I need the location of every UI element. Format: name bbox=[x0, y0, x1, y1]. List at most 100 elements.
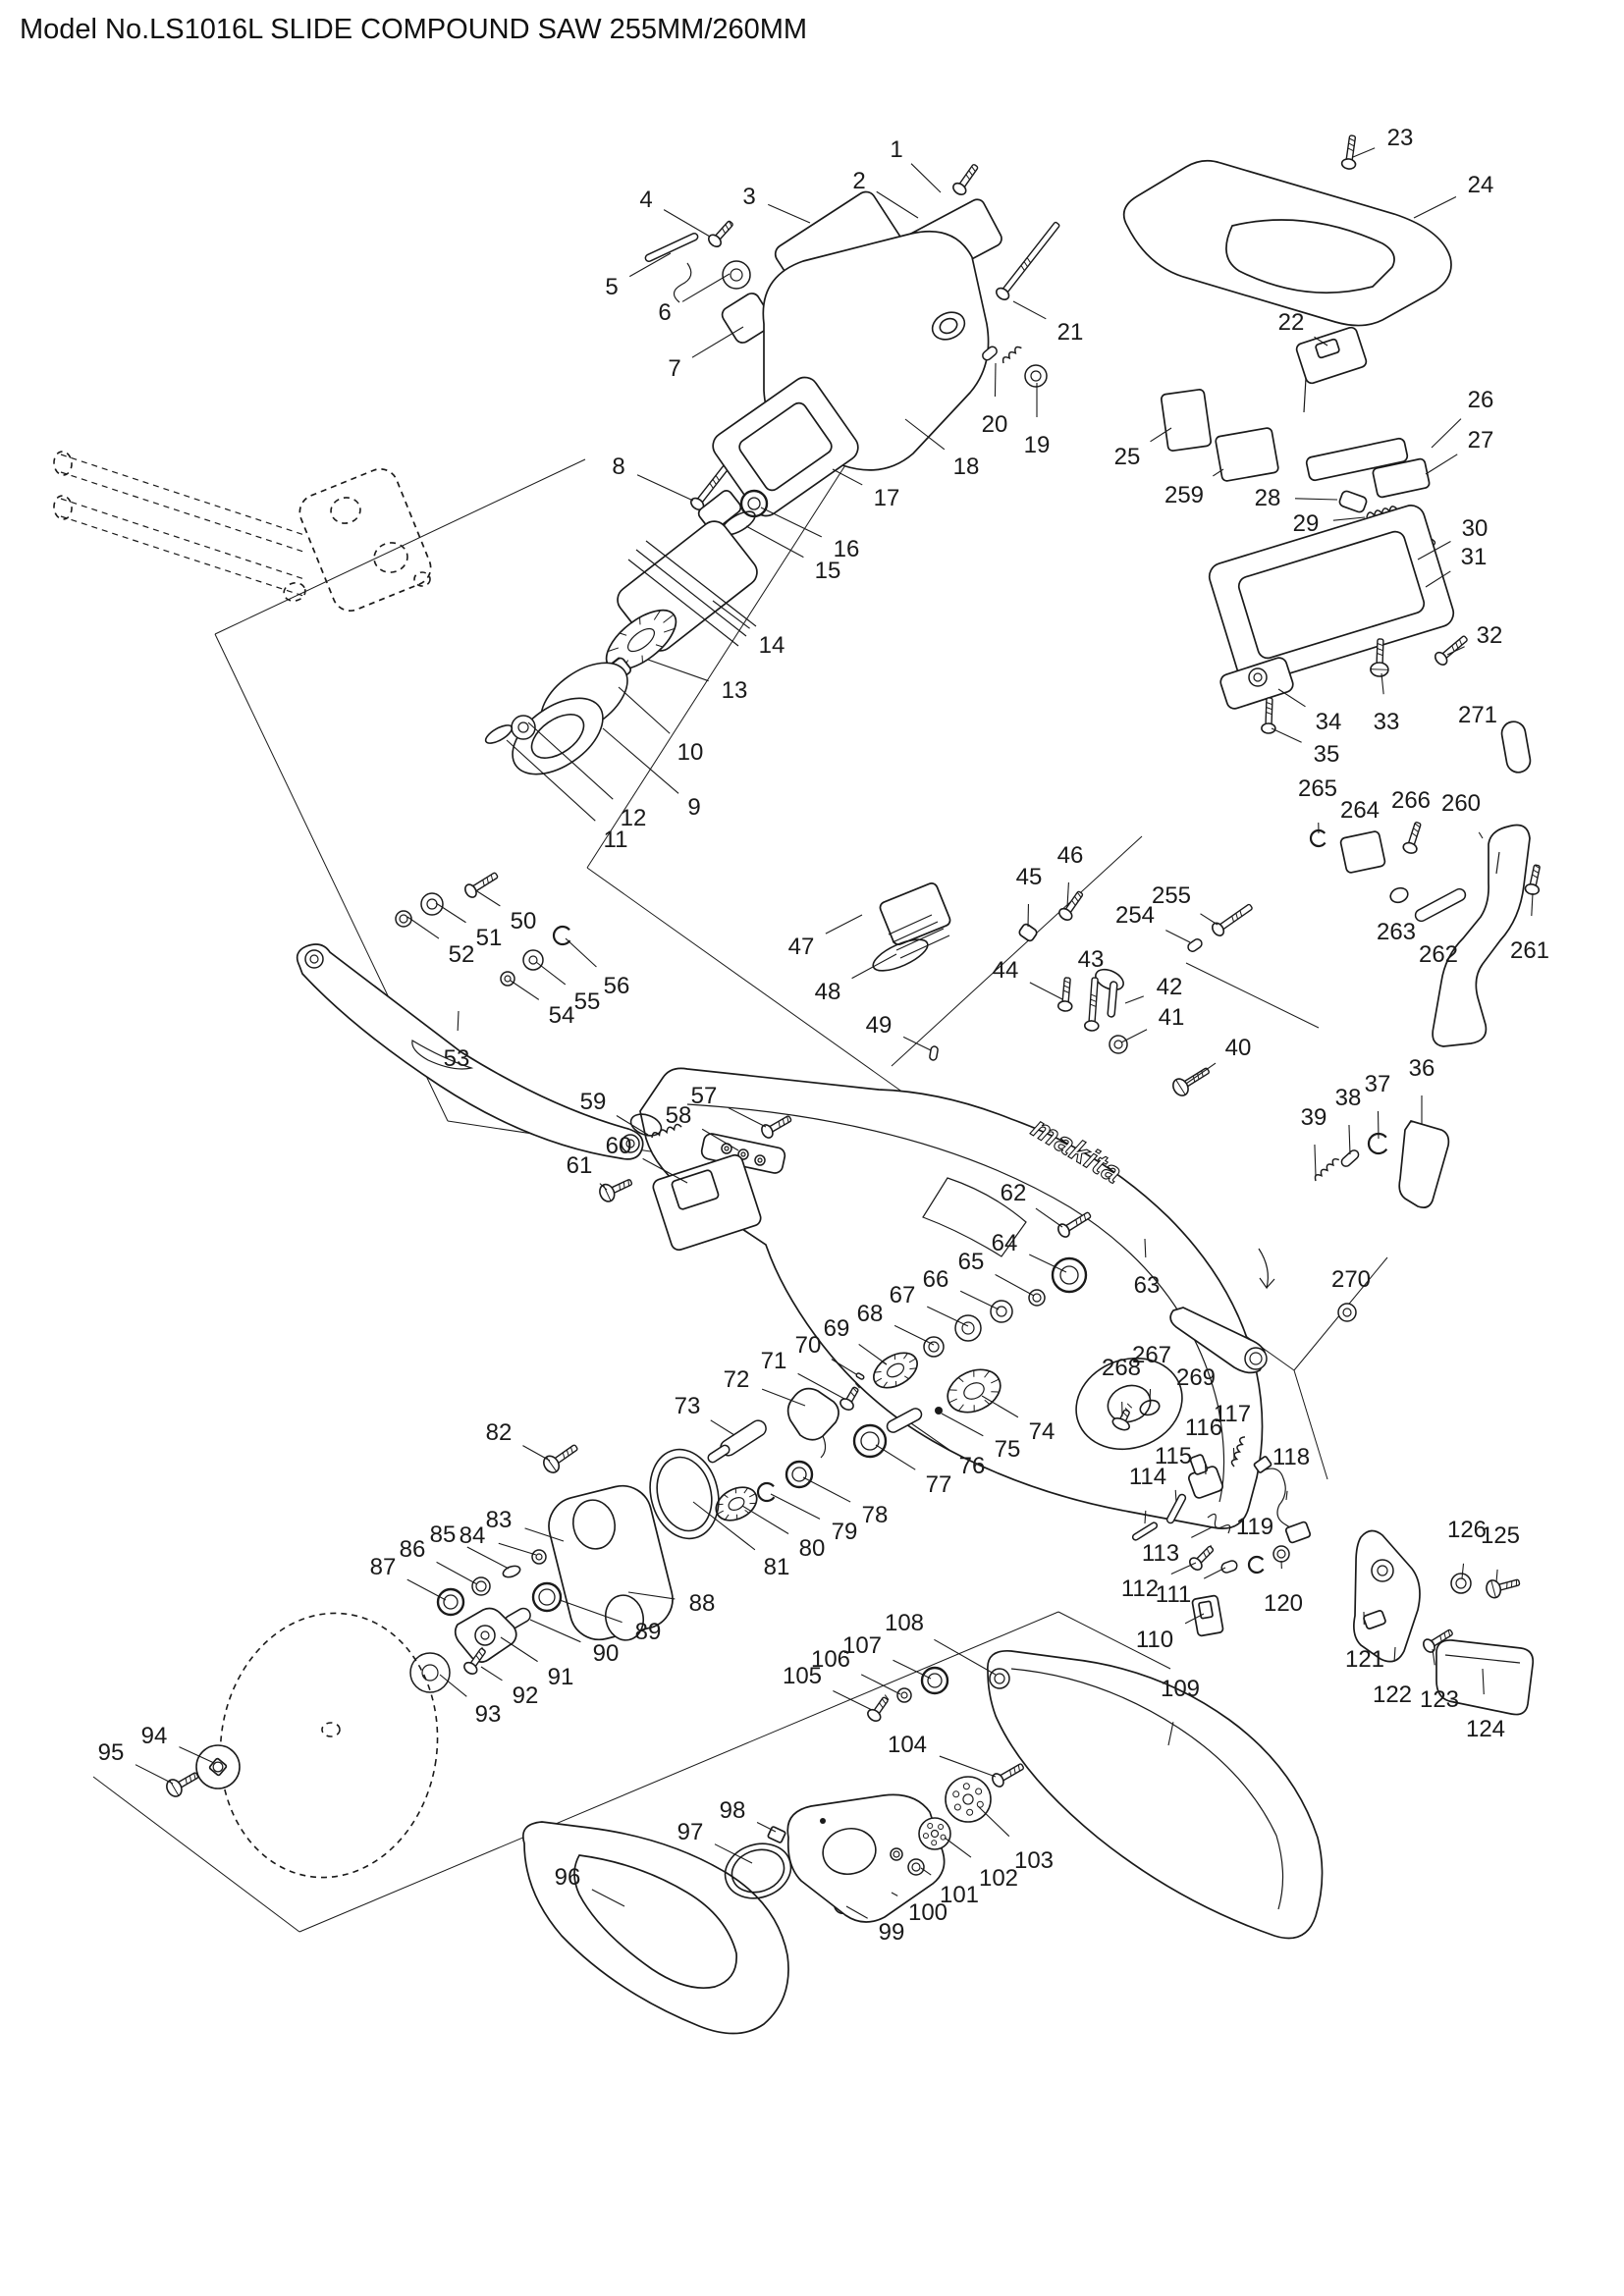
part-label-49: 49 bbox=[866, 1012, 893, 1039]
ellipse-part bbox=[283, 582, 306, 602]
leader-line-108 bbox=[934, 1638, 997, 1676]
leader-line-49 bbox=[902, 1036, 932, 1051]
part-label-94: 94 bbox=[141, 1723, 168, 1749]
pin-part bbox=[644, 232, 699, 263]
washer-part bbox=[754, 1154, 766, 1166]
part-label-57: 57 bbox=[691, 1083, 718, 1109]
housing-part bbox=[671, 1169, 720, 1210]
part-label-100: 100 bbox=[908, 1899, 947, 1926]
part-label-30: 30 bbox=[1462, 515, 1489, 542]
leader-line-46 bbox=[1066, 881, 1069, 908]
outline-part bbox=[411, 1040, 474, 1070]
leader-line-254 bbox=[1165, 930, 1191, 943]
part-label-37: 37 bbox=[1365, 1071, 1391, 1097]
washer-part bbox=[1248, 667, 1268, 687]
leader-line-115 bbox=[1174, 1489, 1177, 1503]
leader-line-55 bbox=[535, 961, 567, 986]
leader-line-29 bbox=[1332, 516, 1366, 521]
part-label-93: 93 bbox=[475, 1701, 502, 1728]
outline-part bbox=[673, 262, 692, 303]
part-label-35: 35 bbox=[1314, 741, 1340, 768]
part-label-6: 6 bbox=[658, 299, 671, 326]
ellipse-part bbox=[649, 1448, 720, 1540]
leader-line-32 bbox=[1446, 646, 1465, 656]
leader-line-69 bbox=[858, 1343, 888, 1365]
part-label-78: 78 bbox=[862, 1502, 889, 1528]
part-label-271: 271 bbox=[1458, 702, 1497, 728]
leader-line-12 bbox=[527, 721, 614, 800]
leader-line-81 bbox=[692, 1501, 756, 1551]
part-label-108: 108 bbox=[885, 1610, 924, 1636]
leader-line-96 bbox=[591, 1889, 625, 1907]
leader-line-75 bbox=[941, 1413, 984, 1437]
part-label-261: 261 bbox=[1510, 937, 1549, 964]
leader-line-62 bbox=[1035, 1207, 1063, 1228]
pin-part bbox=[1165, 1493, 1187, 1524]
bolt-part bbox=[166, 1772, 199, 1797]
leader-line-101 bbox=[920, 1867, 932, 1876]
part-label-254: 254 bbox=[1115, 902, 1155, 929]
outline-part bbox=[1444, 1654, 1521, 1664]
leader-line-109 bbox=[1167, 1722, 1174, 1746]
outline-part bbox=[1010, 1668, 1284, 1910]
leader-line-52 bbox=[406, 916, 440, 939]
retaining-ring-part bbox=[1309, 828, 1326, 848]
part-label-260: 260 bbox=[1441, 790, 1481, 817]
leader-line-10 bbox=[618, 686, 671, 734]
part-label-123: 123 bbox=[1420, 1686, 1459, 1713]
pin-part bbox=[1131, 1522, 1159, 1541]
leader-line-25 bbox=[1150, 427, 1172, 443]
part-label-265: 265 bbox=[1298, 775, 1337, 802]
part-label-107: 107 bbox=[842, 1632, 882, 1659]
leader-line-107 bbox=[893, 1659, 932, 1680]
outline-part bbox=[1258, 1248, 1275, 1290]
retaining-ring-part bbox=[756, 1481, 776, 1503]
leader-line-24 bbox=[1413, 196, 1457, 219]
bolt-part bbox=[599, 1179, 633, 1202]
leader-line-22 bbox=[1314, 336, 1328, 347]
washer-part bbox=[1244, 1347, 1268, 1370]
leader-line-2 bbox=[876, 190, 919, 219]
part-label-21: 21 bbox=[1057, 319, 1084, 346]
part-label-56: 56 bbox=[604, 973, 630, 999]
leader-line-105 bbox=[833, 1689, 873, 1711]
ring-part bbox=[484, 724, 514, 744]
leader-line-91 bbox=[500, 1636, 538, 1663]
part-label-3: 3 bbox=[742, 184, 755, 210]
leader-line-15 bbox=[745, 525, 804, 559]
housing-part bbox=[767, 1826, 786, 1843]
part-label-106: 106 bbox=[811, 1646, 850, 1673]
pin-part bbox=[982, 346, 998, 361]
leader-line-21 bbox=[1012, 300, 1047, 320]
screw-part bbox=[1188, 1544, 1215, 1572]
leader-line-54 bbox=[510, 980, 540, 1000]
leader-line-61 bbox=[599, 1183, 608, 1191]
leader-line-41 bbox=[1120, 1029, 1148, 1043]
washer-part bbox=[722, 260, 751, 290]
part-label-51: 51 bbox=[476, 925, 503, 951]
bolt-part bbox=[543, 1444, 578, 1473]
leader-line-123 bbox=[1432, 1648, 1435, 1666]
outline-part bbox=[1435, 1639, 1535, 1716]
part-label-255: 255 bbox=[1152, 882, 1191, 909]
part-label-39: 39 bbox=[1301, 1104, 1327, 1131]
outline-part bbox=[1207, 1513, 1231, 1534]
outline-part bbox=[60, 454, 305, 536]
part-label-11: 11 bbox=[604, 827, 628, 853]
ellipse-part bbox=[572, 1499, 616, 1550]
part-label-266: 266 bbox=[1391, 787, 1431, 814]
part-label-53: 53 bbox=[444, 1045, 470, 1072]
leader-line-100 bbox=[891, 1892, 898, 1896]
leader-line-70 bbox=[831, 1359, 857, 1375]
part-label-40: 40 bbox=[1225, 1035, 1252, 1061]
pin-part bbox=[1340, 1149, 1360, 1167]
leader-line-77 bbox=[875, 1444, 916, 1470]
pin-part bbox=[1220, 1560, 1238, 1574]
spring-part bbox=[651, 1123, 682, 1139]
screw-part bbox=[1083, 977, 1100, 1032]
leader-line-68 bbox=[893, 1324, 935, 1346]
housing-part bbox=[1160, 389, 1213, 452]
washer-part bbox=[890, 1847, 903, 1861]
leader-lines bbox=[135, 147, 1534, 1919]
